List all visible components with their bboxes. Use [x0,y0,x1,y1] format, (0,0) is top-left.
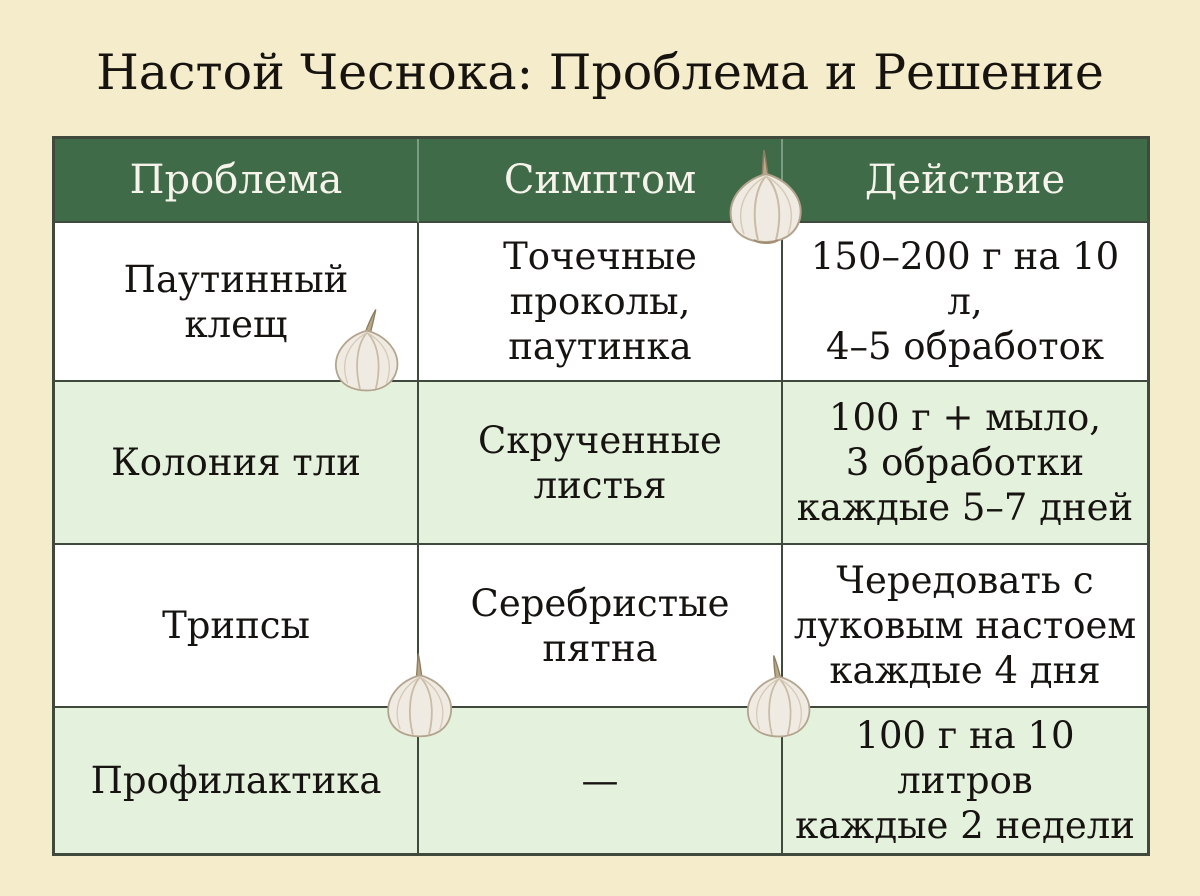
cell-problem: Профилактика [55,708,419,853]
cell-action: 150–200 г на 10 л, 4–5 обработок [783,223,1147,382]
cell-action: 100 г на 10 литров каждые 2 недели [783,708,1147,853]
cell-problem: Паутинный клещ [55,223,419,382]
cell-problem: Трипсы [55,545,419,708]
cell-action: 100 г + мыло, 3 обработки каждые 5–7 дне… [783,382,1147,545]
page-title: Настой Чеснока: Проблема и Решение [96,44,1104,101]
cell-problem: Колония тли [55,382,419,545]
garlic-infusion-table: Проблема Симптом Действие Паутинный клещ… [52,136,1150,856]
header-symptom: Симптом [419,139,783,223]
cell-symptom: Серебристые пятна [419,545,783,708]
header-action: Действие [783,139,1147,223]
cell-action: Чередовать с луковым настоем каждые 4 дн… [783,545,1147,708]
cell-symptom: — [419,708,783,853]
cell-symptom: Точечные проколы, паутинка [419,223,783,382]
cell-symptom: Скрученные листья [419,382,783,545]
header-problem: Проблема [55,139,419,223]
